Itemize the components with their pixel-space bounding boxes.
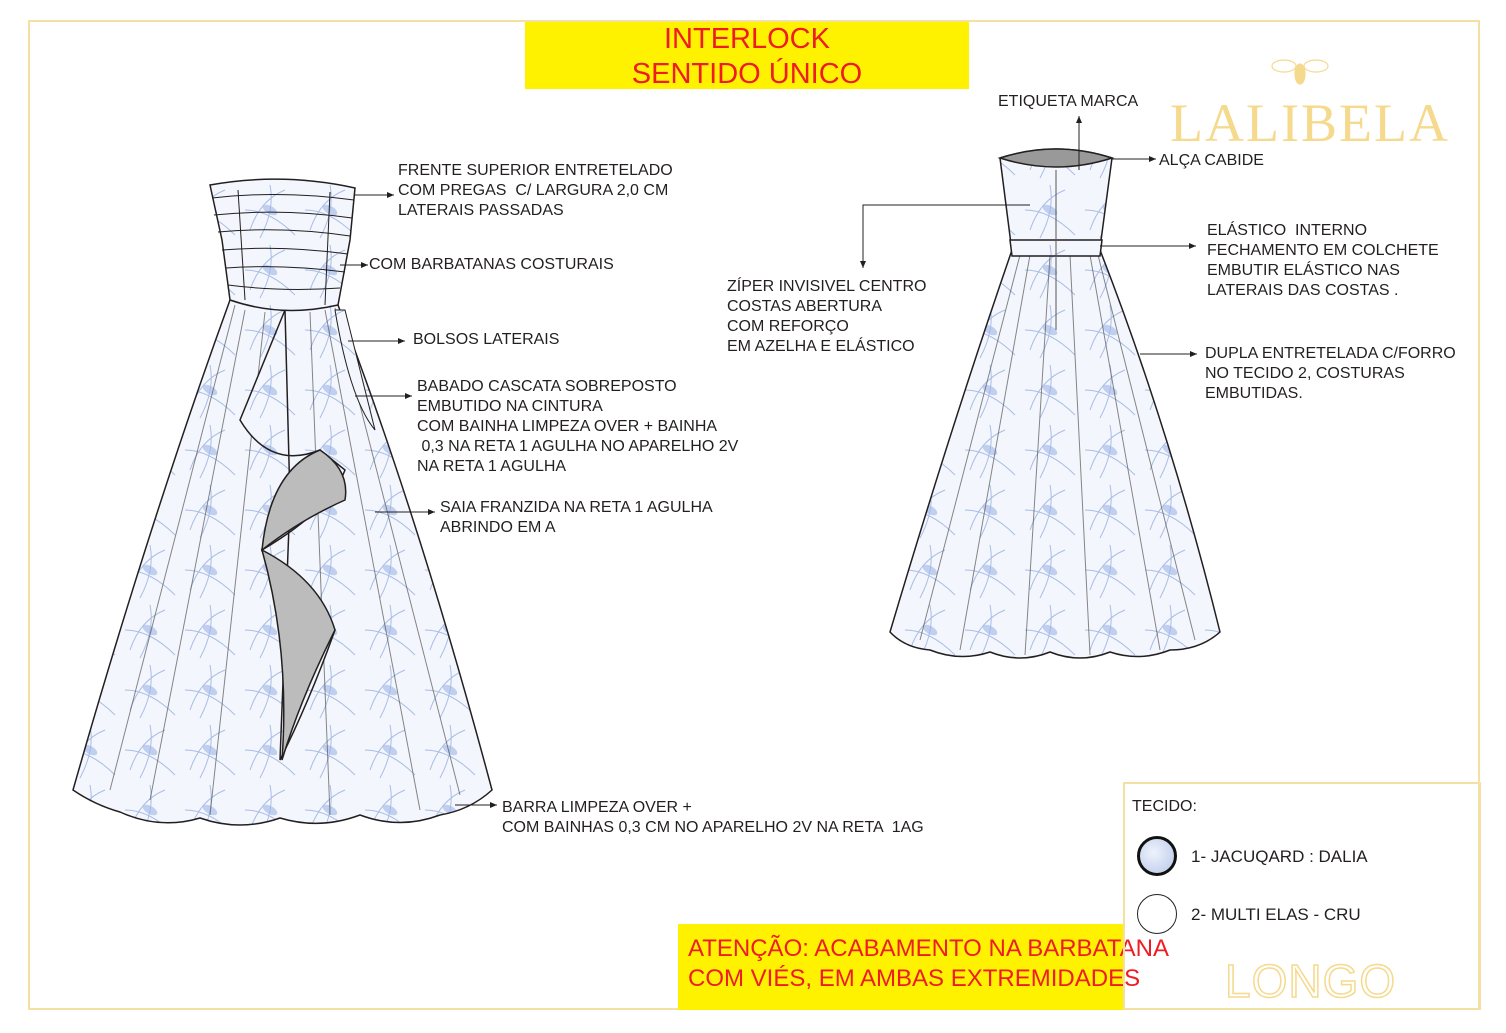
legend-item-2: 2- MULTI ELAS - CRU xyxy=(1191,905,1361,924)
swatch-jacquard xyxy=(1137,836,1177,876)
note-ruffle: BABADO CASCATA SOBREPOSTO EMBUTIDO NA CI… xyxy=(417,378,739,475)
header-line2: SENTIDO ÚNICO xyxy=(631,58,863,90)
note-front-bodice: FRENTE SUPERIOR ENTRETELADO COM PREGAS C… xyxy=(398,162,673,219)
note-hem: BARRA LIMPEZA OVER + COM BAINHAS 0,3 CM … xyxy=(502,799,924,836)
note-label: ETIQUETA MARCA xyxy=(998,93,1139,110)
note-boning: COM BARBATANAS COSTURAIS xyxy=(369,256,614,273)
note-elastic: ELÁSTICO INTERNO FECHAMENTO EM COLCHETE … xyxy=(1207,222,1439,299)
bee-icon xyxy=(1271,59,1329,85)
back-dress xyxy=(889,148,1221,659)
fabric-legend: TECIDO: 1- JACUQARD : DALIA 2- MULTI ELA… xyxy=(1123,782,1481,1010)
brand-logo: LALIBELA xyxy=(1170,93,1450,153)
legend-item-1: 1- JACUQARD : DALIA xyxy=(1191,847,1368,866)
note-hanger-loop: ALÇA CABIDE xyxy=(1159,152,1264,169)
legend-title: TECIDO: xyxy=(1132,798,1197,815)
note-skirt: SAIA FRANZIDA NA RETA 1 AGULHA ABRINDO E… xyxy=(440,499,713,536)
category-label: LONGO xyxy=(1224,954,1397,1008)
note-pockets: BOLSOS LATERAIS xyxy=(413,331,560,348)
header-line1: INTERLOCK xyxy=(664,23,830,55)
swatch-multi-elas xyxy=(1137,894,1177,934)
callout-arrows xyxy=(340,116,1197,808)
note-zipper: ZÍPER INVISIVEL CENTRO COSTAS ABERTURA C… xyxy=(727,278,927,355)
note-lining: DUPLA ENTRETELADA C/FORRO NO TECIDO 2, C… xyxy=(1205,345,1456,402)
front-dress xyxy=(72,178,493,826)
fabric-header: INTERLOCK SENTIDO ÚNICO xyxy=(525,22,969,90)
attention-note: ATENÇÃO: ACABAMENTO NA BARBATANA COM VIÉ… xyxy=(678,924,1169,1010)
